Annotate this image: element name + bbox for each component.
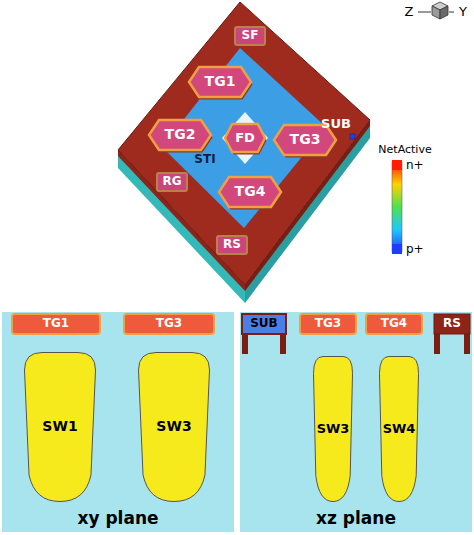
well-body [139,353,210,502]
transfer-gate: TG2 [149,120,211,150]
sub-contact [350,134,355,139]
node-label: TG1 [205,74,236,89]
sti-region [162,48,326,228]
legend-label: n+ [406,158,424,172]
silicon-bulk [2,312,234,532]
contact-body [242,314,286,334]
gate-body [217,236,247,254]
node-label: TG4 [235,184,266,199]
fd-ring [222,112,268,164]
cube-top-face [118,2,370,285]
gate-body [225,124,265,152]
gate-body [366,314,422,334]
node-label: SW4 [383,422,416,436]
node-label: RS [223,238,241,251]
storage-well: SW1 [24,352,96,502]
substrate-contact: SUB [242,314,286,334]
plane-title: xy plane [77,509,158,528]
colour-bar [392,162,402,252]
gate-electrode: TG4 [366,314,422,334]
transistor-gate: RG [157,173,187,191]
gate-body [12,314,100,334]
node-label: TG2 [165,127,196,142]
node-label: TG4 [381,317,407,330]
gate-electrode: TG3 [300,314,356,334]
storage-well: SW3 [313,356,353,502]
gate-body [300,314,356,334]
gate-body [189,67,251,97]
gate-electrode: TG3 [124,314,214,334]
node-label: RS [443,317,461,330]
node-label: SW3 [156,419,191,434]
node-label: TG3 [156,317,182,330]
well-body [314,357,353,502]
axis-line [449,12,454,13]
node-label: TG1 [43,317,69,330]
silicon-bulk [240,312,472,532]
isolation-trench [240,312,472,532]
trench [280,334,286,354]
axis-label: Z [405,5,414,19]
contact-body [434,314,470,334]
trench [434,334,440,354]
cross-section-panel: xy plane TG1 TG3SW1 SW3 [2,312,234,532]
node-label: TG3 [315,317,341,330]
node-label: FD [235,131,255,145]
well-body [25,353,96,502]
node-label: SF [242,29,259,42]
node-label: SUB [250,317,278,330]
node-label: SW3 [317,422,350,436]
transfer-gate: TG4 [219,177,281,207]
node-label: SW1 [42,419,77,434]
storage-well: SW4 [379,356,419,502]
axis-line [418,12,431,13]
gate-body [235,27,265,45]
transfer-gate: TG1 [189,67,251,97]
well-body [380,357,419,502]
gate-body [149,120,211,150]
node-label: TG3 [290,132,321,147]
gate-body [157,173,187,191]
region-label: SUB [321,117,351,131]
legend-title: NetActive [378,144,431,156]
axis-cube [440,6,448,19]
trench [464,334,470,354]
axis-label: Y [459,5,467,19]
transistor-gate: RS [217,236,247,254]
legend-label: p+ [406,242,424,256]
legend-swatch [392,244,402,254]
trench [242,334,248,354]
cross-section-panel: xz plane SUB TG3 TG4 RS SW3 SW4 [240,312,472,532]
gate-body [219,177,281,207]
transistor-gate: SF [235,27,265,45]
axis-cube [432,6,440,19]
plane-title: xz plane [316,509,396,528]
node-label: RG [162,175,181,188]
storage-well: SW3 [138,352,210,502]
transfer-gate: FD [225,124,265,152]
region-label: STI [194,153,215,166]
gate-electrode: TG1 [12,314,100,334]
gate-body [124,314,214,334]
reset-contact: RS [434,314,470,334]
legend-swatch [392,160,402,170]
